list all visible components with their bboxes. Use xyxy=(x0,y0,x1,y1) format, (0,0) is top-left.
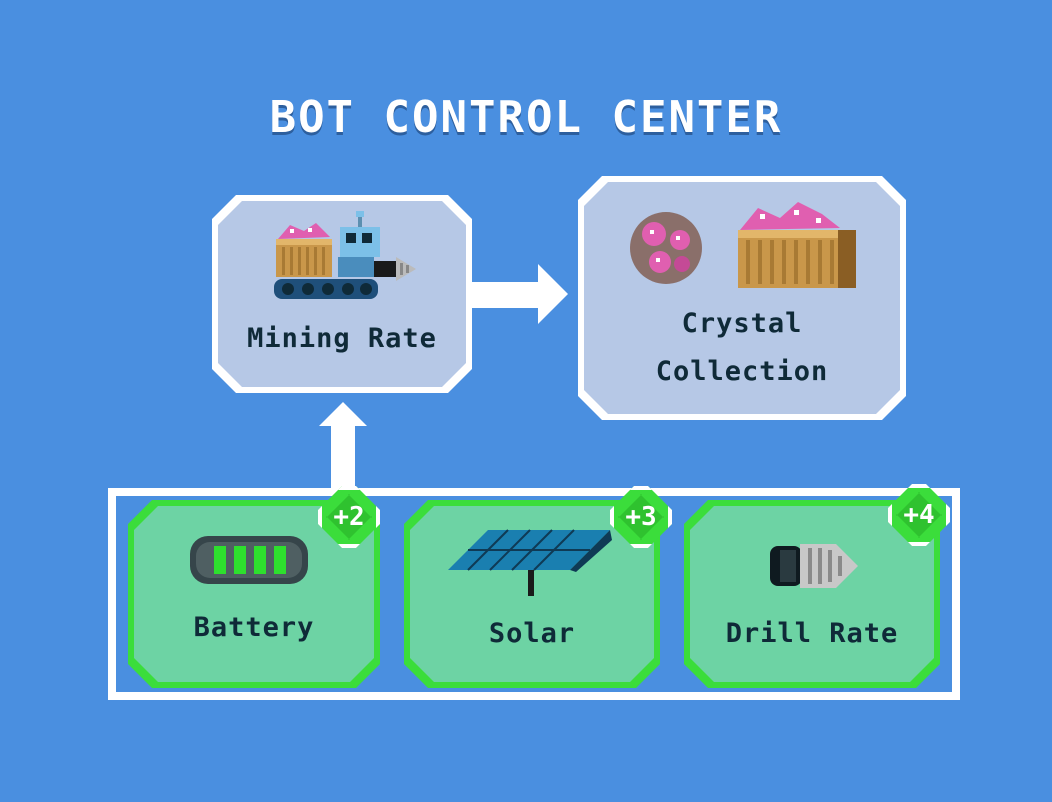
arrow-head-up xyxy=(319,402,367,426)
crystal-crate-icon xyxy=(732,196,862,292)
solar-bonus-badge: +3 xyxy=(610,486,672,548)
battery-label: Battery xyxy=(193,612,315,643)
solar-bonus-text: +3 xyxy=(625,502,657,532)
upgrades-group-frame xyxy=(108,488,960,700)
flow-arrow-up xyxy=(331,425,355,495)
arrow-head-right xyxy=(538,264,568,324)
drill-icon xyxy=(766,538,862,594)
page-title: BOT CONTROL CENTER xyxy=(269,92,783,143)
mining-rate-node[interactable]: Mining Rate xyxy=(212,195,472,393)
mining-bot-icon xyxy=(270,209,430,309)
battery-bonus-text: +2 xyxy=(333,502,365,532)
drill-rate-bonus-badge: +4 xyxy=(888,484,950,546)
solar-label: Solar xyxy=(488,618,576,649)
mining-rate-label: Mining Rate xyxy=(247,323,437,354)
drill-rate-label: Drill Rate xyxy=(725,618,899,649)
crystal-ore-icon xyxy=(626,208,706,288)
battery-icon xyxy=(186,532,314,588)
solar-panel-icon xyxy=(444,522,614,602)
crystal-collection-node[interactable]: Crystal Collection xyxy=(578,176,906,420)
flow-arrow-right xyxy=(472,282,540,308)
drill-rate-bonus-text: +4 xyxy=(903,500,935,530)
crystal-label-line1: Crystal xyxy=(681,308,803,339)
crystal-label-line2: Collection xyxy=(655,356,829,387)
